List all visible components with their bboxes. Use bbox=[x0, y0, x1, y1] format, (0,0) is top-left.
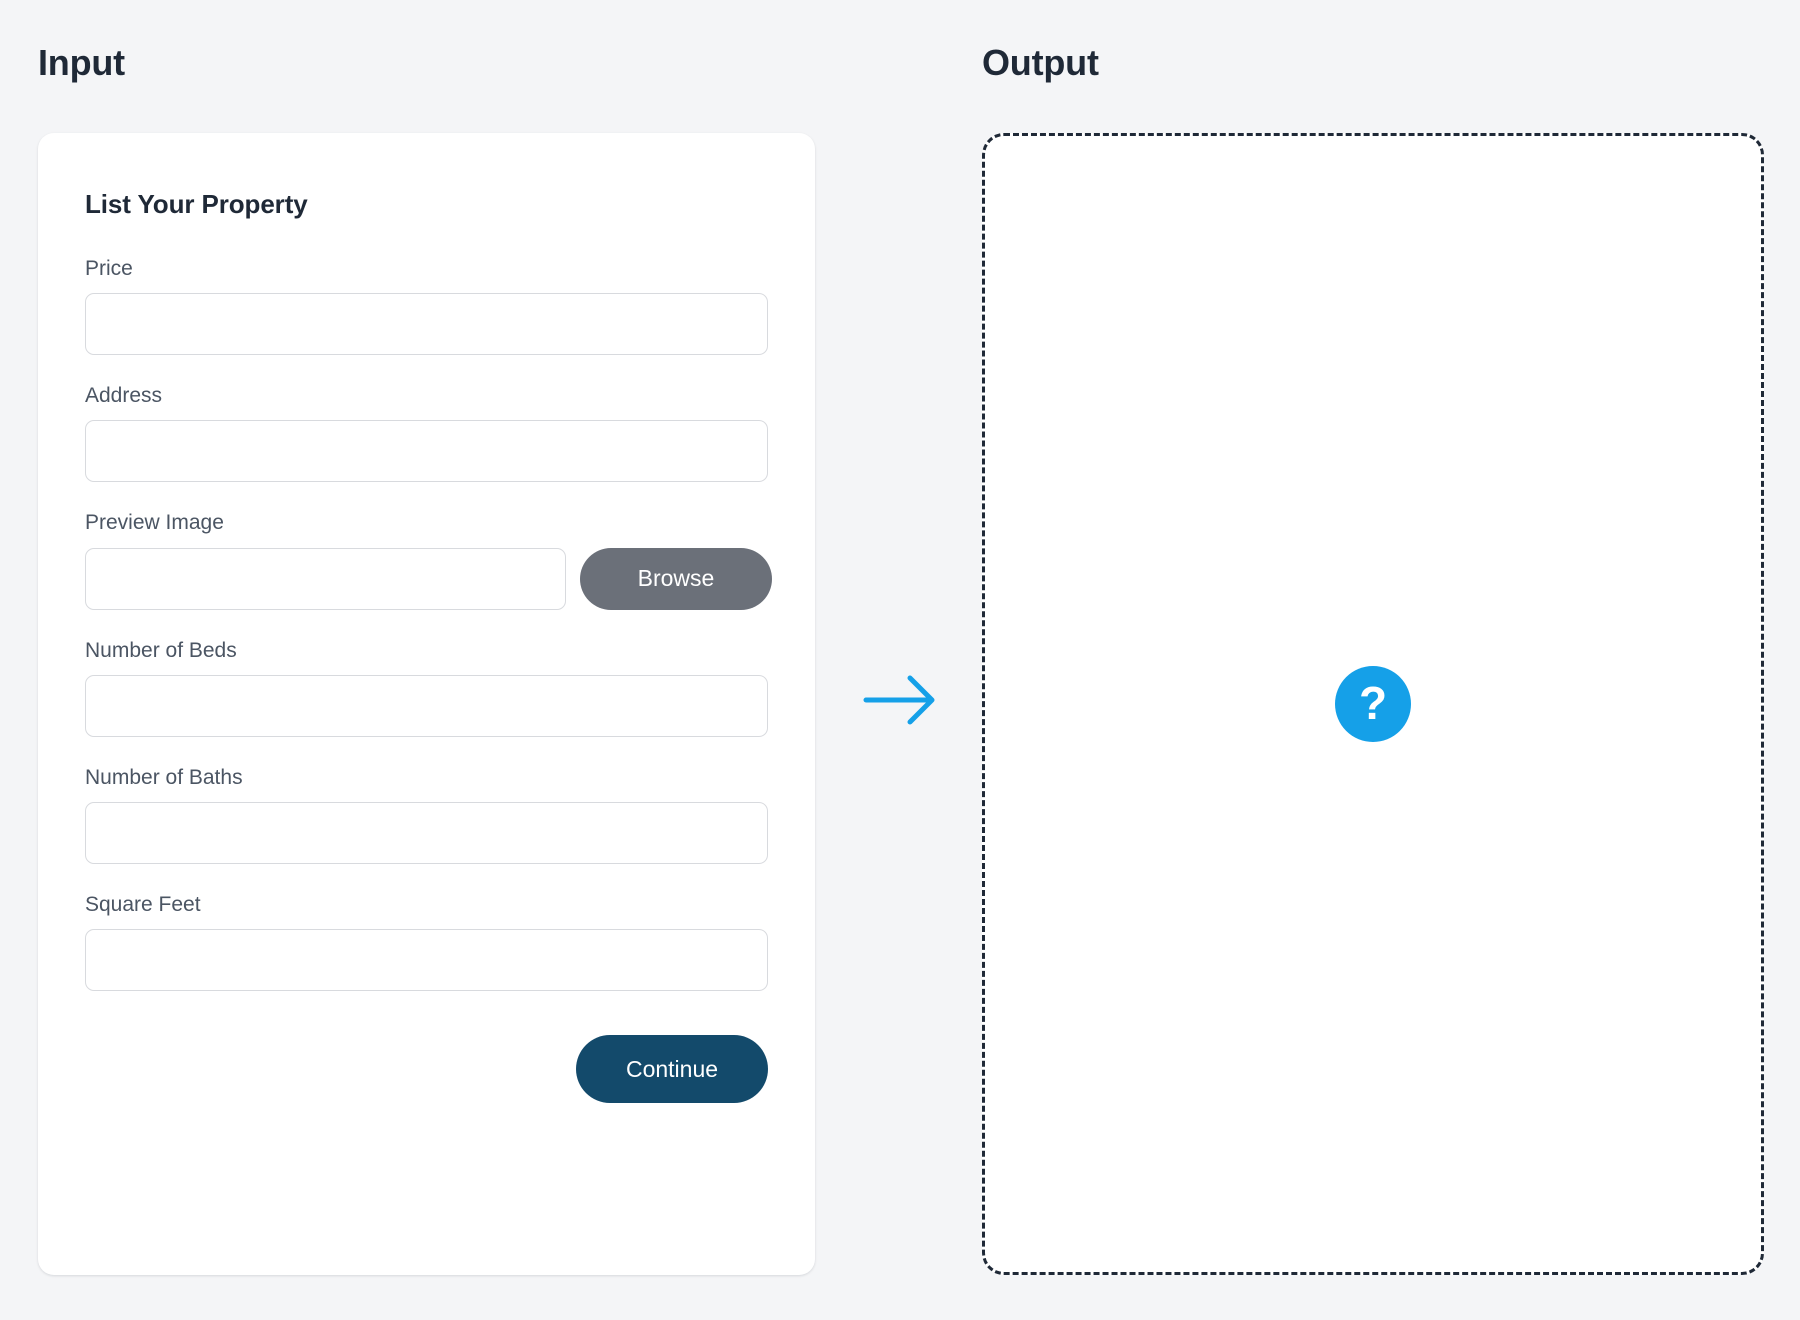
field-label-number-of-baths: Number of Baths bbox=[85, 765, 243, 789]
question-mark-glyph: ? bbox=[1358, 677, 1388, 729]
field-label-square-feet: Square Feet bbox=[85, 892, 201, 916]
field-label-preview-image: Preview Image bbox=[85, 511, 224, 535]
field-number-of-baths: Number of Baths bbox=[85, 765, 768, 864]
price-input[interactable] bbox=[85, 293, 768, 356]
field-label-address: Address bbox=[85, 384, 163, 408]
field-address: Address bbox=[85, 383, 768, 483]
continue-button[interactable]: Continue bbox=[576, 1035, 768, 1104]
field-label-price: Price bbox=[85, 257, 133, 280]
field-preview-image: Preview Image Browse bbox=[85, 510, 772, 610]
field-label-number-of-beds: Number of Beds bbox=[85, 638, 237, 662]
number-of-beds-input[interactable] bbox=[85, 674, 768, 737]
number-of-baths-input[interactable] bbox=[85, 801, 768, 864]
field-number-of-beds: Number of Beds bbox=[85, 638, 768, 737]
arrow-right-icon bbox=[862, 672, 942, 728]
card-actions: Continue bbox=[85, 1035, 768, 1104]
preview-image-input[interactable] bbox=[85, 547, 566, 610]
field-price: Price bbox=[85, 256, 768, 356]
output-panel-heading: Output bbox=[982, 42, 1099, 83]
question-mark-icon: ? bbox=[1335, 666, 1411, 742]
field-square-feet: Square Feet bbox=[85, 892, 768, 992]
square-feet-input[interactable] bbox=[85, 929, 768, 992]
card-title: List Your Property bbox=[85, 189, 308, 219]
browse-button[interactable]: Browse bbox=[580, 547, 772, 610]
address-input[interactable] bbox=[85, 420, 768, 483]
output-placeholder-area: ? bbox=[982, 133, 1764, 1275]
input-panel-heading: Input bbox=[38, 42, 125, 83]
list-property-card: List Your Property Price Address Preview… bbox=[38, 133, 815, 1275]
preview-image-row: Browse bbox=[85, 547, 772, 610]
